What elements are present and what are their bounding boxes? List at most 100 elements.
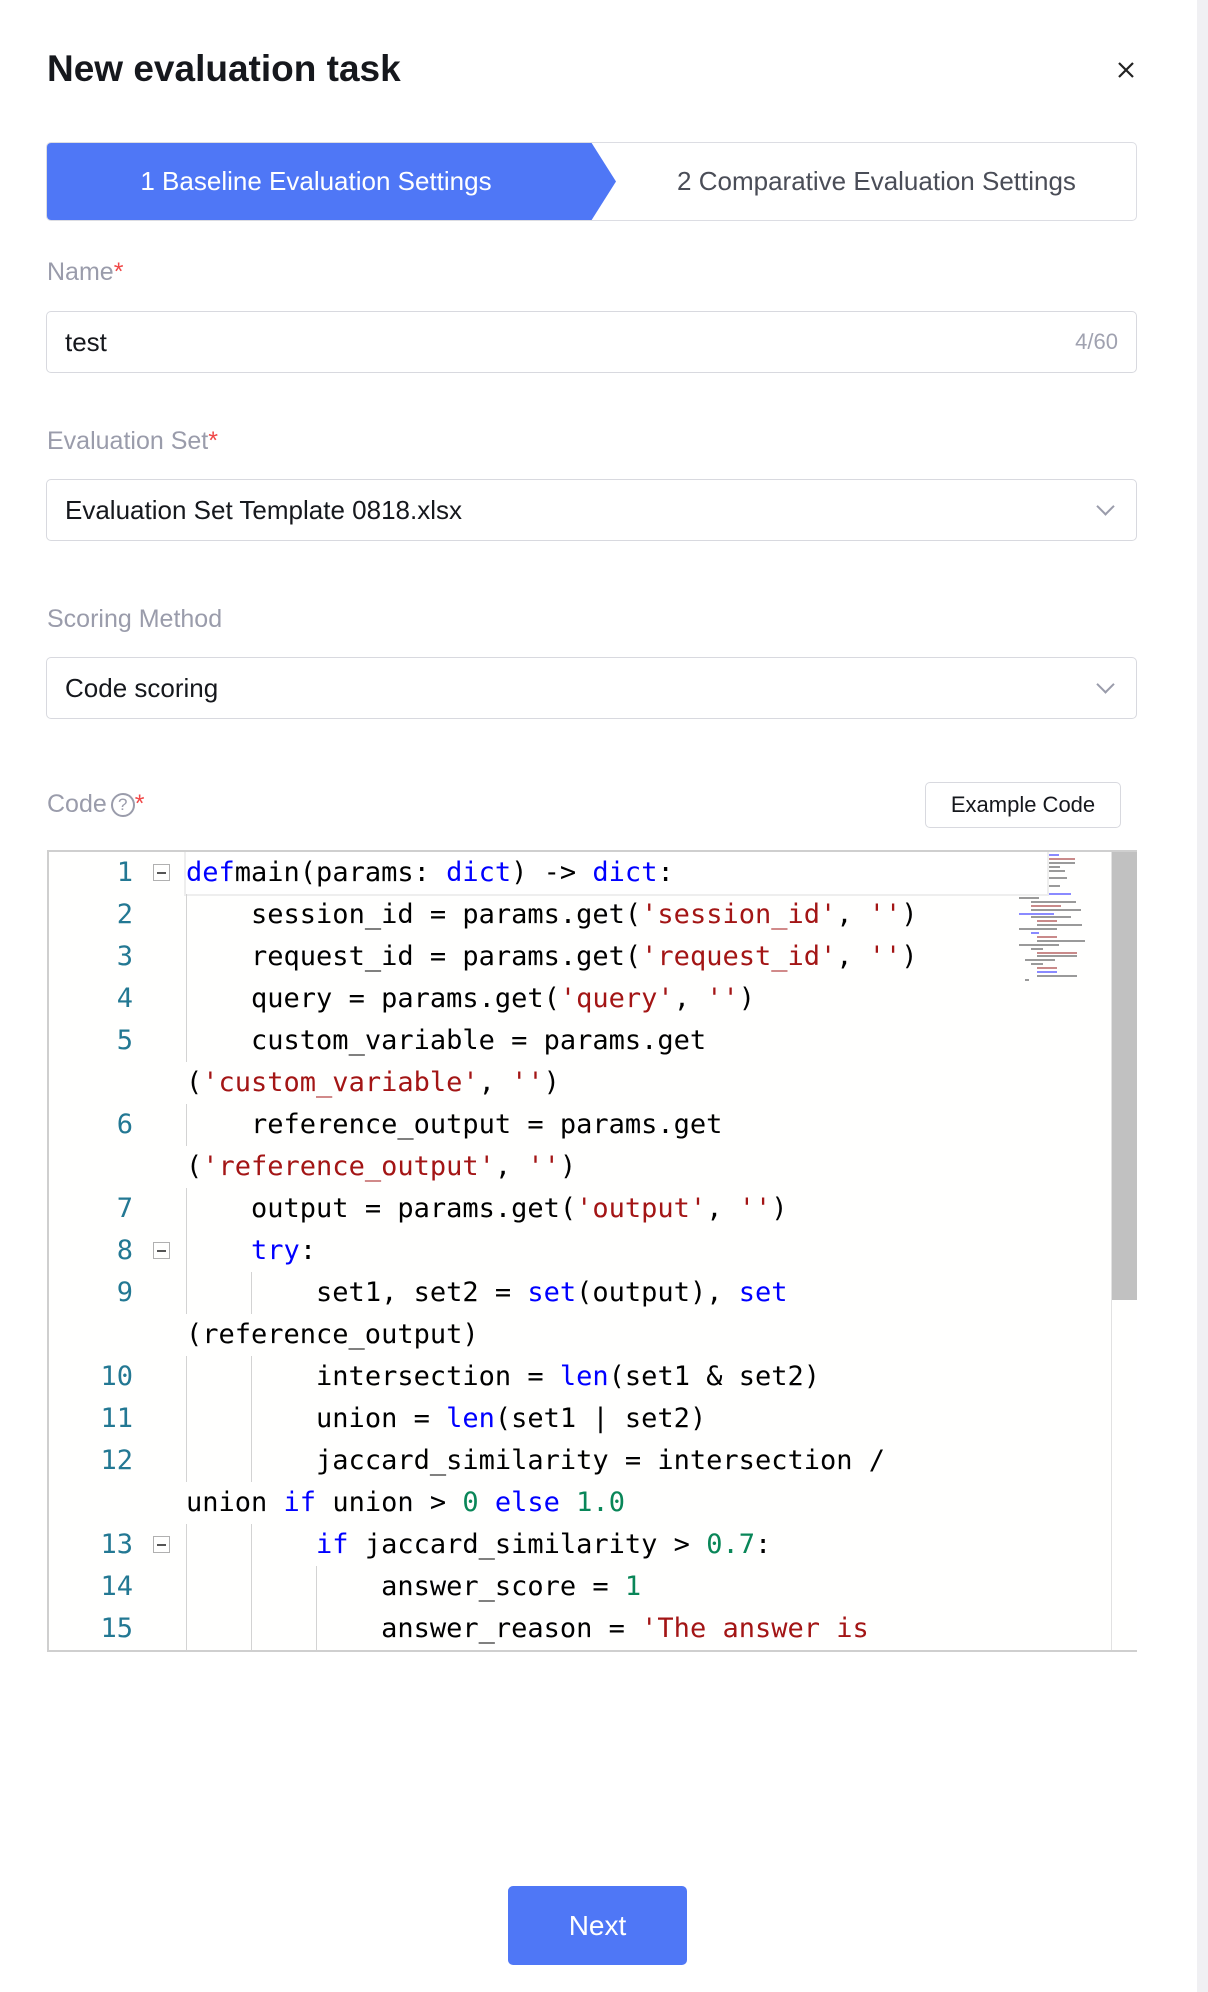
code-token: : — [754, 1529, 772, 1560]
code-line[interactable]: 8 try: — [49, 1230, 1111, 1272]
close-icon[interactable] — [1112, 56, 1140, 84]
code-line[interactable]: (reference_output) — [49, 1314, 1111, 1356]
minimap-line — [1025, 978, 1029, 981]
code-line[interactable]: 2 session_id = params.get('session_id', … — [49, 894, 1111, 936]
evaluation-set-value: Evaluation Set Template 0818.xlsx — [65, 494, 462, 525]
code-text: ('reference_output', '') — [186, 1146, 1047, 1188]
minimap-line — [1031, 908, 1081, 911]
fold-collapse-icon[interactable] — [153, 864, 170, 881]
code-string: '' — [527, 1151, 560, 1182]
code-token: ) — [901, 941, 918, 972]
code-line[interactable]: ('custom_variable', '') — [49, 1062, 1111, 1104]
code-number: 1.0 — [559, 1487, 625, 1518]
fold-collapse-icon[interactable] — [153, 1242, 170, 1259]
line-number: 14 — [100, 1571, 133, 1602]
code-line[interactable]: 10 intersection = len(set1 & set2) — [49, 1356, 1111, 1398]
code-line[interactable]: 3 request_id = params.get('request_id', … — [49, 936, 1111, 978]
code-text: reference_output = params.get — [186, 1104, 1047, 1146]
code-text: set1, set2 = set(output), set — [186, 1272, 1047, 1314]
indent-guide — [251, 1566, 253, 1608]
fold-collapse-icon[interactable] — [153, 1536, 170, 1553]
code-line[interactable]: union if union > 0 else 1.0 — [49, 1482, 1111, 1524]
code-line[interactable]: 11 union = len(set1 | set2) — [49, 1398, 1111, 1440]
minimap-line — [1025, 861, 1075, 864]
code-number: 1 — [624, 1571, 642, 1602]
code-keyword: else — [478, 1487, 560, 1518]
line-number: 6 — [116, 1109, 133, 1140]
indent-guide — [186, 1020, 187, 1062]
code-text: defmain(params: dict) -> dict: — [184, 852, 1049, 896]
code-text: ('custom_variable', '') — [186, 1062, 1047, 1104]
indent-guide — [186, 1356, 187, 1398]
code-line[interactable]: 7 output = params.get('output', '') — [49, 1188, 1111, 1230]
code-string: '' — [868, 941, 902, 972]
code-keyword: dict — [446, 857, 512, 888]
code-text: output = params.get('output', '') — [186, 1188, 1047, 1230]
code-token: (output), — [576, 1277, 739, 1308]
steps-bar: 1 Baseline Evaluation Settings 2 Compara… — [46, 142, 1137, 221]
code-token: : — [299, 1235, 317, 1266]
help-icon[interactable]: ? — [110, 793, 135, 817]
line-number: 15 — [100, 1613, 133, 1644]
code-token: query = params.get( — [251, 983, 560, 1014]
code-keyword: set — [738, 1277, 788, 1308]
name-input[interactable]: test 4/60 — [46, 311, 1137, 373]
minimap-line — [1037, 955, 1077, 958]
next-button[interactable]: Next — [508, 1886, 687, 1965]
code-string: 'request_id' — [641, 941, 837, 972]
code-line[interactable]: 4 query = params.get('query', '') — [49, 978, 1111, 1020]
minimap-line — [1031, 904, 1061, 907]
indent-guide — [186, 1230, 187, 1272]
code-token: jaccard_similarity = intersection / — [316, 1445, 885, 1476]
minimap-line — [1037, 935, 1057, 938]
code-text: jaccard_similarity = intersection / — [186, 1440, 1047, 1482]
minimap-line — [1031, 900, 1076, 903]
code-line[interactable]: 13 if jaccard_similarity > 0.7: — [49, 1524, 1111, 1566]
code-line[interactable]: 15 answer_reason = 'The answer is — [49, 1608, 1111, 1650]
code-token: union > — [316, 1487, 463, 1518]
scoring-method-select[interactable]: Code scoring — [46, 657, 1137, 719]
minimap-line — [1031, 916, 1071, 919]
line-number: 12 — [100, 1445, 133, 1476]
indent-guide — [186, 1608, 187, 1650]
code-keyword: set — [527, 1277, 577, 1308]
line-number: 7 — [116, 1193, 133, 1224]
code-token — [349, 1529, 365, 1560]
minimap-line — [1019, 928, 1057, 931]
code-token: , — [836, 899, 869, 930]
code-line[interactable]: ('reference_output', '') — [49, 1146, 1111, 1188]
code-token: ( — [186, 1151, 203, 1182]
code-label: Code?* — [47, 790, 145, 818]
code-token: , — [673, 983, 707, 1014]
code-line[interactable]: 6 reference_output = params.get — [49, 1104, 1111, 1146]
code-token: intersection = — [316, 1361, 560, 1392]
code-token: ) — [771, 1193, 788, 1224]
code-token: ( — [186, 1067, 203, 1098]
minimap-line — [1031, 932, 1039, 934]
code-token: , — [836, 941, 869, 972]
code-line[interactable]: 9 set1, set2 = set(output), set — [49, 1272, 1111, 1314]
code-line[interactable]: 14 answer_score = 1 — [49, 1566, 1111, 1608]
minimap-line — [1037, 971, 1057, 973]
code-token: session_id = params.get( — [251, 899, 642, 930]
evaluation-set-select[interactable]: Evaluation Set Template 0818.xlsx — [46, 479, 1137, 541]
step-comparative-settings[interactable]: 2 Comparative Evaluation Settings — [677, 166, 1076, 196]
code-line[interactable]: 5 custom_variable = params.get — [49, 1020, 1111, 1062]
code-text: if jaccard_similarity > 0.7: — [186, 1524, 1047, 1566]
minimap-line — [1025, 857, 1075, 860]
code-token: main(params: — [234, 857, 447, 888]
code-string: 'reference_output' — [202, 1151, 495, 1182]
code-keyword: len — [559, 1361, 609, 1392]
indent-guide — [251, 1524, 253, 1566]
example-code-button[interactable]: Example Code — [925, 782, 1121, 828]
step-baseline-settings[interactable]: 1 Baseline Evaluation Settings — [47, 143, 616, 220]
scrollbar-thumb[interactable] — [1112, 852, 1137, 1300]
code-line[interactable]: 12 jaccard_similarity = intersection / — [49, 1440, 1111, 1482]
minimap-line — [1037, 939, 1085, 942]
indent-guide — [186, 1566, 187, 1608]
code-token: union = — [316, 1403, 447, 1434]
editor-scrollbar[interactable] — [1111, 852, 1137, 1650]
indent-guide — [251, 1398, 253, 1440]
